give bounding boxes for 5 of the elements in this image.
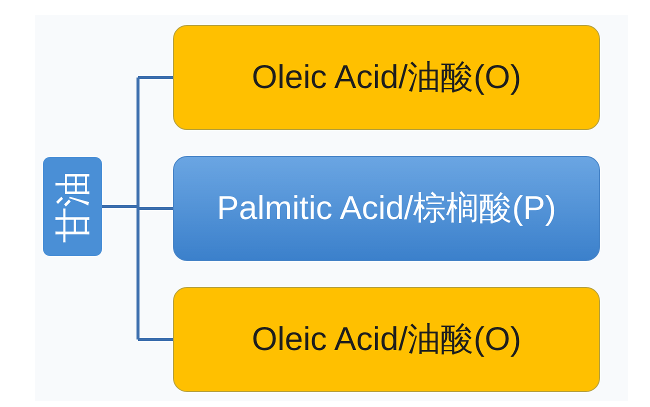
fatty-acid-box: Oleic Acid/油酸(O): [173, 25, 600, 130]
connector-line: [102, 76, 173, 341]
fatty-acid-box: Palmitic Acid/棕榈酸(P): [173, 156, 600, 261]
fatty-acid-box: Oleic Acid/油酸(O): [173, 287, 600, 392]
root-box: 甘油: [43, 157, 102, 256]
